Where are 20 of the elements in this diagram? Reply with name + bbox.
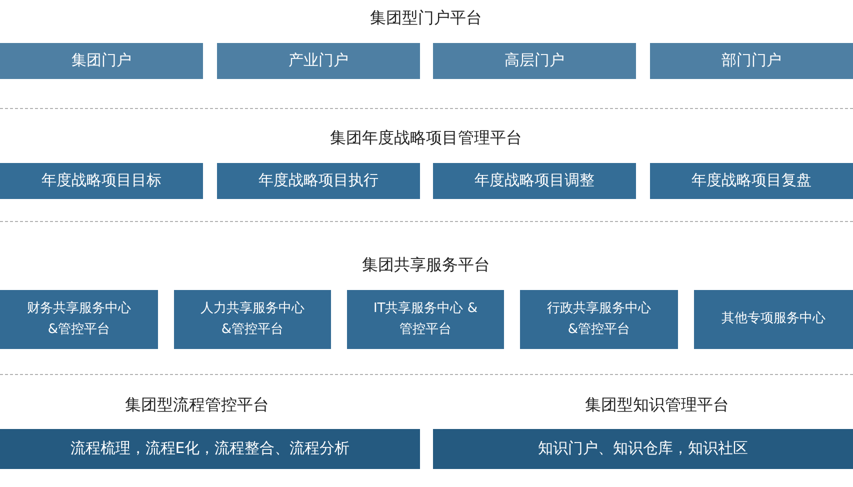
platform-box: 集团门户 [0, 43, 203, 79]
platform-box: 高层门户 [433, 43, 636, 79]
section-heading: 集团年度战略项目管理平台 [330, 128, 522, 149]
platform-box: 年度战略项目复盘 [650, 163, 853, 199]
platform-box: 年度战略项目执行 [217, 163, 420, 199]
section-heading: 集团共享服务平台 [362, 255, 490, 276]
platform-box: 产业门户 [217, 43, 420, 79]
platform-box: 年度战略项目目标 [0, 163, 203, 199]
section-heading: 集团型门户平台 [370, 8, 482, 29]
section-heading: 集团型知识管理平台 [585, 395, 729, 416]
platform-box: 人力共享服务中心 &管控平台 [174, 290, 331, 349]
platform-box: 流程梳理，流程E化，流程整合、流程分析 [0, 429, 420, 469]
platform-box: 知识门户、知识仓库，知识社区 [433, 429, 853, 469]
platform-box: 行政共享服务中心 &管控平台 [520, 290, 678, 349]
platform-box: 财务共享服务中心 &管控平台 [0, 290, 158, 349]
platform-box: 年度战略项目调整 [433, 163, 636, 199]
platform-box: 其他专项服务中心 [694, 290, 853, 349]
platform-box: 部门门户 [650, 43, 853, 79]
platform-box: IT共享服务中心 &管控平台 [347, 290, 504, 349]
section-heading: 集团型流程管控平台 [125, 395, 269, 416]
